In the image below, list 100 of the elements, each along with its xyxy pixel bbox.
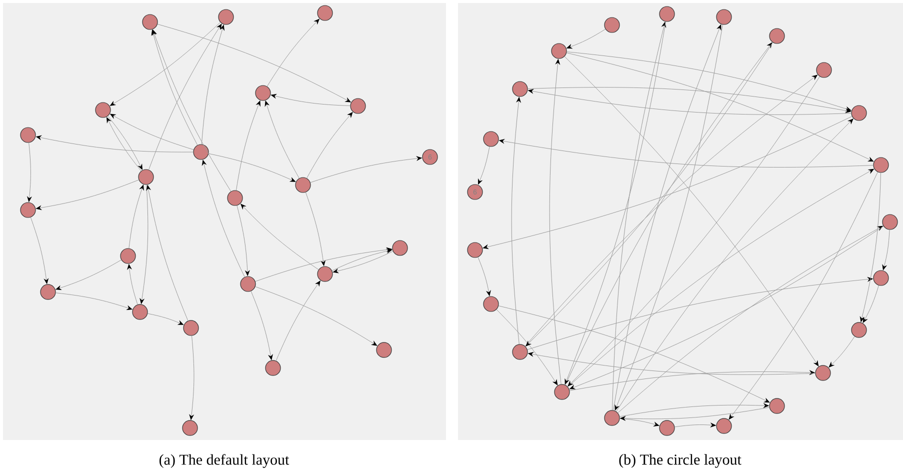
graph-node <box>659 420 675 436</box>
arrow <box>728 172 878 420</box>
graph-node <box>873 270 889 286</box>
graph-node <box>120 248 136 264</box>
graph-node <box>512 81 528 97</box>
arrow <box>236 100 260 191</box>
graph-node <box>815 365 831 381</box>
arrow <box>255 248 392 282</box>
arrow <box>828 336 855 368</box>
arrow <box>147 313 184 325</box>
arrow <box>618 226 883 414</box>
arrow <box>528 352 816 375</box>
arrow <box>236 205 250 276</box>
arrow <box>128 184 144 248</box>
arrow <box>564 21 666 384</box>
arrow <box>499 139 874 168</box>
graph-node <box>350 98 366 114</box>
arrow <box>146 185 188 322</box>
arrow <box>202 160 245 278</box>
graph-node <box>604 410 620 426</box>
arrow <box>549 59 562 384</box>
arrow <box>36 135 194 152</box>
graph-node <box>218 9 234 25</box>
arrow <box>30 217 48 284</box>
arrow <box>240 204 319 270</box>
arrow <box>276 280 320 362</box>
graph-node <box>551 43 567 59</box>
graph-node <box>554 384 570 400</box>
arrow <box>862 285 879 323</box>
graph-node <box>851 322 867 338</box>
graph-node <box>769 28 785 44</box>
graph-node <box>716 9 732 25</box>
arrow <box>620 418 660 426</box>
arrow <box>201 24 224 144</box>
graph-node <box>882 214 898 230</box>
arrow <box>36 180 139 210</box>
arrow <box>860 172 882 322</box>
arrow <box>612 22 666 410</box>
arrow <box>27 142 32 202</box>
arrow <box>616 118 854 412</box>
graph-node <box>769 398 785 414</box>
graph-node <box>512 344 528 360</box>
arrow <box>305 192 326 266</box>
arrow <box>565 42 772 386</box>
graph-node <box>604 17 620 33</box>
arrow <box>619 403 769 417</box>
graph-node <box>132 304 148 320</box>
arrow <box>266 18 320 87</box>
graph-node <box>240 276 256 292</box>
caption: (b) The circle layout <box>619 454 742 468</box>
arrow <box>152 30 232 192</box>
arrow <box>151 30 198 146</box>
arrow <box>566 52 874 162</box>
arrow <box>566 28 606 49</box>
arrow <box>148 24 222 170</box>
graph-node <box>95 102 111 118</box>
graph-node <box>483 131 499 147</box>
graph-node <box>295 177 311 193</box>
arrow <box>569 370 815 391</box>
arrow <box>110 114 194 150</box>
arrow <box>882 230 890 270</box>
caption: (a) The default layout <box>160 454 290 468</box>
graph-node <box>317 266 333 282</box>
arrow <box>310 156 422 183</box>
arrow <box>566 52 852 112</box>
arrow <box>189 336 194 420</box>
arrow <box>570 226 884 390</box>
arrow <box>140 184 148 304</box>
graph-node <box>40 284 56 300</box>
arrow <box>127 264 138 305</box>
graph-node <box>193 144 209 160</box>
arrow <box>250 290 273 360</box>
arrow <box>482 116 852 250</box>
graph-node <box>467 242 483 258</box>
arrow <box>478 256 491 296</box>
graph-node <box>716 418 732 434</box>
arrow <box>524 74 818 346</box>
graph-node <box>20 127 36 143</box>
graph-node <box>483 296 499 312</box>
arrow <box>208 153 296 182</box>
arrow <box>496 309 558 386</box>
graph-node <box>317 5 333 21</box>
graph-node <box>142 14 158 30</box>
graph-node <box>227 190 243 206</box>
arrow <box>157 24 351 102</box>
arrow <box>527 277 873 350</box>
graph-node <box>265 360 281 376</box>
graph-node <box>816 62 832 78</box>
arrow <box>526 42 773 346</box>
arrow <box>255 286 378 346</box>
arrow <box>110 22 221 106</box>
arrow <box>264 100 300 178</box>
arrow <box>620 407 770 421</box>
graph-node <box>392 240 408 256</box>
arrow <box>674 422 716 428</box>
arrow <box>498 306 770 403</box>
graph-node <box>255 85 271 101</box>
arrow <box>306 112 353 178</box>
arrow <box>511 97 521 344</box>
arrow <box>478 146 490 184</box>
